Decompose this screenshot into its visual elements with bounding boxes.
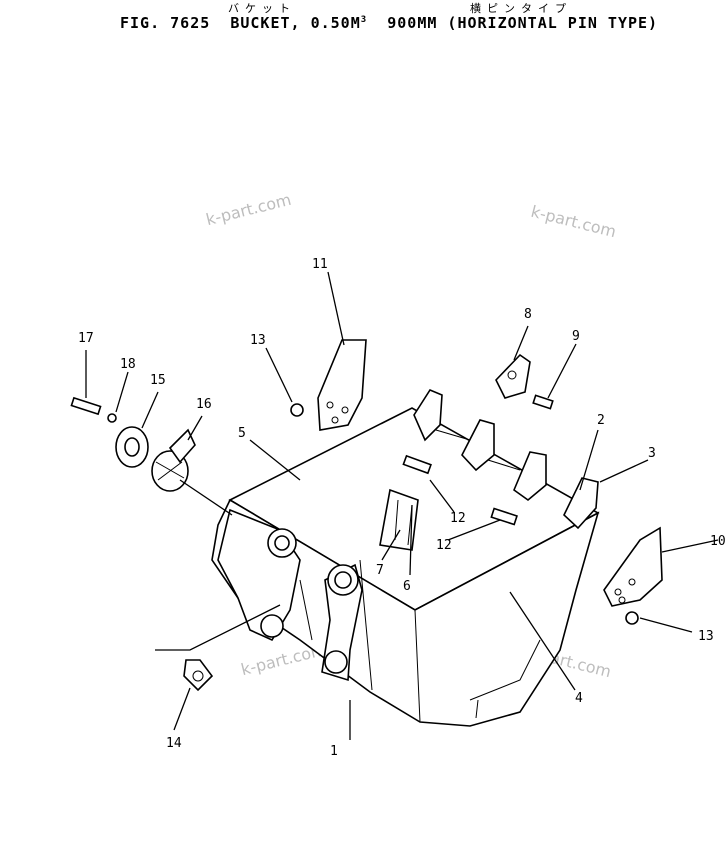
callout-10: 10 [710, 534, 726, 549]
callout-16: 16 [196, 397, 212, 412]
tooth-adapter [495, 353, 531, 399]
bolts [402, 454, 518, 526]
tooth-pin [532, 394, 554, 410]
callout-13b: 13 [698, 629, 714, 644]
callout-4: 4 [575, 691, 583, 706]
nut-right [625, 611, 639, 625]
callout-labels: 1 2 3 4 5 6 7 8 9 10 11 12 12 13 13 14 1… [78, 257, 726, 759]
callout-12b: 12 [436, 538, 452, 553]
pin-bosses [217, 508, 363, 682]
bucket-body [211, 407, 600, 727]
callout-9: 9 [572, 329, 580, 344]
callout-12a: 12 [450, 511, 466, 526]
leader-lines [85, 271, 719, 740]
kana-right: 横ピンタイプ [470, 2, 572, 15]
side-cutter-right [603, 526, 663, 607]
nut-left [290, 403, 304, 417]
title-prefix: FIG. 7625 BUCKET, 0.50M [120, 14, 361, 32]
bucket-teeth [413, 389, 599, 530]
callout-8: 8 [524, 307, 532, 322]
callout-17: 17 [78, 331, 94, 346]
callout-18: 18 [120, 357, 136, 372]
callout-6: 6 [403, 579, 411, 594]
callout-14: 14 [166, 736, 182, 751]
kana-left: バケット [228, 2, 296, 15]
callout-3: 3 [648, 446, 656, 461]
callout-1: 1 [330, 744, 338, 759]
title-superscript: 3 [360, 15, 368, 25]
hub-parts [70, 396, 214, 692]
callout-5: 5 [238, 426, 246, 441]
callout-15: 15 [150, 373, 166, 388]
callout-13a: 13 [250, 333, 266, 348]
callout-7: 7 [376, 563, 384, 578]
title-suffix: 900MM (HORIZONTAL PIN TYPE) [367, 14, 659, 32]
side-cutter-left [317, 339, 367, 431]
callout-2: 2 [597, 413, 605, 428]
figure-title: FIG. 7625 BUCKET, 0.50M3 900MM (HORIZONT… [120, 14, 658, 32]
callout-11: 11 [312, 257, 328, 272]
